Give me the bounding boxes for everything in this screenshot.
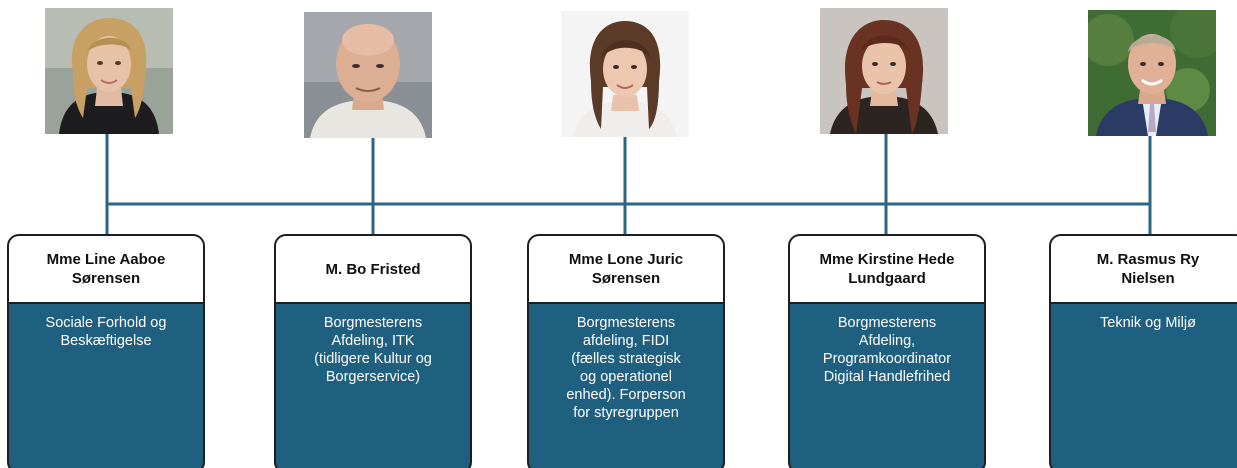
photo-bo-fristed: [304, 12, 432, 138]
person-role: Borgmesterens Afdeling, Programkoordinat…: [822, 315, 952, 385]
person-name: Mme Lone Juric Sørensen: [568, 251, 684, 287]
person-card-2: M. Bo Fristed Borgmesterens Afdeling, IT…: [274, 234, 472, 468]
person-name: Mme Line Aaboe Sørensen: [46, 251, 166, 287]
person-role: Borgmesterens Afdeling, ITK (tidligere K…: [314, 315, 432, 385]
person-name: M. Bo Fristed: [325, 260, 421, 278]
card-header: Mme Line Aaboe Sørensen: [9, 236, 203, 304]
person-card-4: Mme Kirstine Hede Lundgaard Borgmesteren…: [788, 234, 986, 468]
man-suit-outdoor-portrait-icon: [1088, 10, 1216, 136]
photo-kirstine-hede-lundgaard: [820, 8, 948, 134]
photo-rasmus-ry-nielsen: [1088, 10, 1216, 136]
card-header: M. Rasmus Ry Nielsen: [1051, 236, 1237, 304]
card-header: M. Bo Fristed: [276, 236, 470, 304]
person-card-5: M. Rasmus Ry Nielsen Teknik og Miljø: [1049, 234, 1237, 468]
woman-brown-hair-portrait-icon: [561, 11, 689, 137]
woman-auburn-hair-portrait-icon: [820, 8, 948, 134]
woman-blonde-curly-portrait-icon: [45, 8, 173, 134]
person-role: Teknik og Miljø: [1100, 315, 1196, 331]
person-card-1: Mme Line Aaboe Sørensen Sociale Forhold …: [7, 234, 205, 468]
man-bald-portrait-icon: [304, 12, 432, 138]
person-role: Sociale Forhold og Beskæftigelse: [45, 315, 167, 349]
photo-lone-juric-sorensen: [561, 11, 689, 137]
person-name: M. Rasmus Ry Nielsen: [1096, 251, 1200, 287]
person-name: Mme Kirstine Hede Lundgaard: [819, 251, 955, 287]
photo-line-aaboe-sorensen: [45, 8, 173, 134]
person-role: Borgmesterens afdeling, FIDI (fælles str…: [566, 315, 686, 421]
card-header: Mme Lone Juric Sørensen: [529, 236, 723, 304]
card-header: Mme Kirstine Hede Lundgaard: [790, 236, 984, 304]
person-card-3: Mme Lone Juric Sørensen Borgmesterens af…: [527, 234, 725, 468]
